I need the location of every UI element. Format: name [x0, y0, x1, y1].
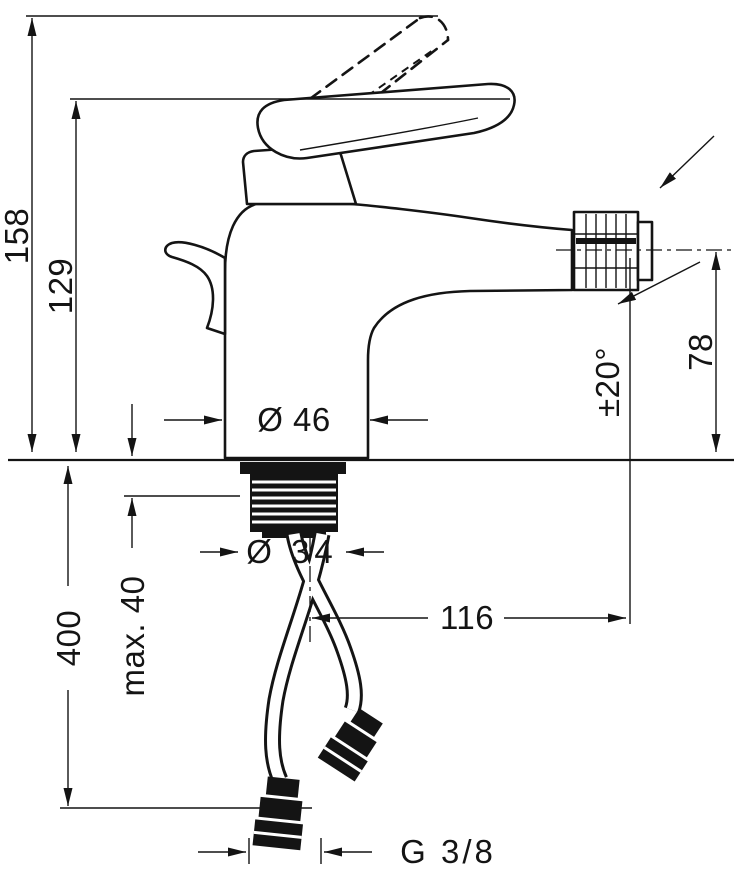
body-spout-path	[223, 202, 574, 460]
aerator	[572, 210, 654, 292]
hose-connector-right	[317, 708, 383, 782]
dim-angle-label: ±20°	[589, 347, 626, 417]
dim-46-label: Ø 46	[257, 401, 331, 438]
faucet-outline	[8, 15, 734, 851]
dim-34-label: Ø 34	[246, 533, 338, 570]
dim-spout-height: 78	[682, 252, 721, 452]
dim-400-label: 400	[50, 610, 87, 667]
dim-78-label: 78	[682, 333, 719, 371]
dim-116-label: 116	[440, 599, 494, 636]
threaded-shank	[240, 462, 346, 538]
dim-max-thickness: max. 40	[114, 404, 240, 696]
dim-total-height: 158	[0, 15, 438, 452]
supply-hoses	[264, 532, 363, 784]
dim-spout-reach: 116	[312, 258, 631, 636]
dimension-lines: 158 129 78 ±20° Ø 46 Ø 34	[0, 15, 721, 870]
dim-158-label: 158	[0, 208, 35, 265]
dim-body-height: 129	[42, 98, 510, 452]
dim-thread: G 3/8	[198, 833, 496, 870]
lever-crease-line	[299, 117, 479, 151]
dim-swivel-angle: ±20°	[589, 135, 715, 417]
dim-129-label: 129	[42, 258, 79, 315]
dim-max40-label: max. 40	[114, 576, 151, 697]
dim-base-diameter: Ø 46	[164, 401, 428, 438]
hose-connector-left	[252, 776, 303, 851]
rod-hook-path	[163, 240, 227, 336]
dim-shank-diameter: Ø 34	[200, 533, 384, 570]
dim-g38-label: G 3/8	[400, 833, 496, 870]
dim-hose-length: 400	[50, 466, 312, 809]
lever-handle-path	[256, 82, 516, 160]
